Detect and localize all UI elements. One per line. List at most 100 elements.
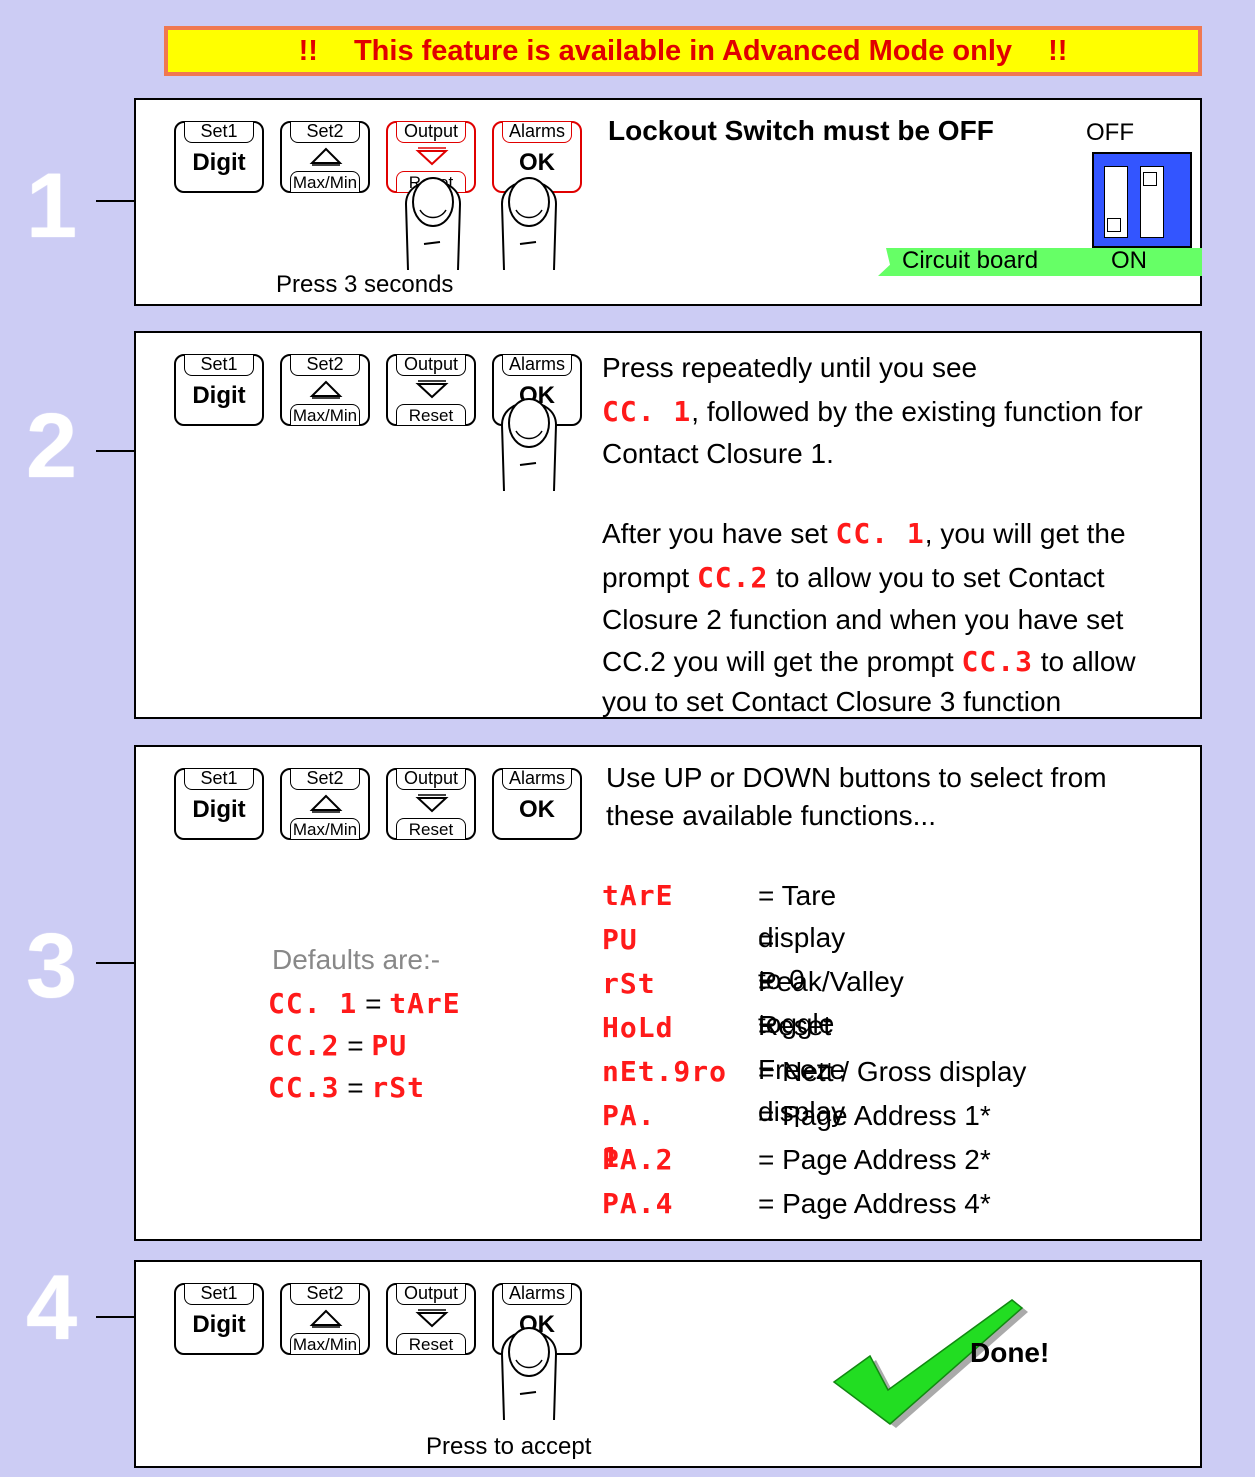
digit-label: Digit bbox=[192, 149, 246, 176]
function-desc: = Nett / Gross display bbox=[758, 1056, 1027, 1087]
set2-label: Set2 bbox=[290, 1284, 360, 1305]
on-label: ON bbox=[1111, 247, 1147, 274]
finger-press-icon bbox=[404, 177, 462, 271]
function-code: PA. 1 bbox=[602, 1099, 656, 1174]
down-triangle-icon bbox=[415, 147, 449, 166]
down-triangle-icon bbox=[415, 1309, 449, 1328]
output-down-key[interactable]: Output Reset bbox=[386, 1283, 476, 1355]
alarms-ok-key[interactable]: Alarms OK bbox=[492, 121, 582, 193]
step-1-connector bbox=[96, 200, 134, 202]
function-code: nEt.9ro bbox=[602, 1055, 728, 1088]
set1-label: Set1 bbox=[184, 1284, 254, 1305]
up-triangle-icon bbox=[309, 794, 343, 813]
instruction-line: prompt CC.2 to allow you to set Contact bbox=[602, 561, 1105, 594]
function-code: PU bbox=[602, 923, 638, 956]
circuit-board bbox=[878, 248, 1202, 276]
max-min-label: Max/Min bbox=[290, 818, 360, 839]
dip-switch-icon bbox=[1092, 152, 1192, 248]
advanced-mode-banner: !! This feature is available in Advanced… bbox=[164, 26, 1202, 76]
checkmark-icon bbox=[832, 1299, 1028, 1428]
set1-label: Set1 bbox=[184, 122, 254, 143]
keypad: Set1 Digit Set2 Max/Min Output Reset Ala… bbox=[174, 1283, 584, 1363]
finger-press-icon bbox=[500, 398, 558, 492]
instruction-line: CC.2 you will get the prompt CC.3 to all… bbox=[602, 645, 1136, 678]
max-min-label: Max/Min bbox=[290, 404, 360, 425]
cc3-code: CC.3 bbox=[961, 645, 1033, 678]
function-desc: = Page Address 1* bbox=[758, 1100, 991, 1131]
function-desc: = Page Address 2* bbox=[758, 1144, 991, 1175]
defaults-title: Defaults are:- bbox=[272, 944, 441, 975]
function-code: PA.2 bbox=[602, 1143, 674, 1176]
output-down-key[interactable]: Output Reset bbox=[386, 768, 476, 840]
select-instruction: Use UP or DOWN buttons to select from bbox=[606, 762, 1107, 793]
set2-up-key[interactable]: Set2 Max/Min bbox=[280, 121, 370, 193]
set1-digit-key[interactable]: Set1 Digit bbox=[174, 121, 264, 193]
function-desc: = Tare display to 0 bbox=[758, 880, 846, 995]
select-instruction: these available functions... bbox=[606, 800, 936, 831]
lockout-heading: Lockout Switch must be OFF bbox=[608, 115, 994, 146]
output-label: Output bbox=[396, 769, 466, 790]
instruction-line: Closure 2 function and when you have set bbox=[602, 604, 1124, 635]
up-triangle-icon bbox=[309, 147, 343, 166]
function-code: PA.4 bbox=[602, 1187, 674, 1220]
ok-label: OK bbox=[519, 149, 555, 176]
off-label: OFF bbox=[1086, 119, 1134, 146]
max-min-label: Max/Min bbox=[290, 171, 360, 192]
function-desc: = Freeze display bbox=[758, 1012, 846, 1127]
function-desc: = Page Address 4* bbox=[758, 1188, 991, 1219]
instruction-line: CC. 1, followed by the existing function… bbox=[602, 395, 1143, 428]
cc2-code: CC.2 bbox=[696, 561, 769, 594]
alarms-ok-key[interactable]: Alarms OK bbox=[492, 768, 582, 840]
step-2-panel: Set1 Digit Set2 Max/Min Output Reset Ala… bbox=[134, 331, 1202, 719]
output-label: Output bbox=[396, 355, 466, 376]
step-1-number: 1 bbox=[26, 155, 78, 257]
default-item: CC. 1 = tArE bbox=[268, 987, 461, 1020]
set2-label: Set2 bbox=[290, 769, 360, 790]
set2-label: Set2 bbox=[290, 355, 360, 376]
instruction-line: After you have set CC. 1, you will get t… bbox=[602, 517, 1126, 550]
function-code: rSt bbox=[602, 967, 656, 1000]
default-item: CC.2 = PU bbox=[268, 1029, 408, 1062]
step-4-connector bbox=[96, 1316, 134, 1318]
down-triangle-icon bbox=[415, 794, 449, 813]
function-code: tArE bbox=[602, 879, 674, 912]
reset-label: Reset bbox=[396, 404, 466, 425]
function-code: HoLd bbox=[602, 1011, 674, 1044]
press-to-accept-caption: Press to accept bbox=[426, 1433, 592, 1460]
step-3-number: 3 bbox=[26, 915, 78, 1017]
circuit-board-label: Circuit board bbox=[902, 247, 1039, 274]
cc1-code: CC. 1 bbox=[602, 395, 692, 428]
reset-label: Reset bbox=[396, 1333, 466, 1354]
output-label: Output bbox=[396, 1284, 466, 1305]
set1-digit-key[interactable]: Set1 Digit bbox=[174, 768, 264, 840]
output-down-key[interactable]: Output Reset bbox=[386, 354, 476, 426]
set1-digit-key[interactable]: Set1 Digit bbox=[174, 354, 264, 426]
function-desc: = Reset bbox=[758, 968, 832, 1041]
step-2-number: 2 bbox=[26, 395, 78, 497]
keypad: Set1 Digit Set2 Max/Min Output Reset Ala… bbox=[174, 768, 584, 848]
digit-label: Digit bbox=[192, 382, 246, 409]
keypad: Set1 Digit Set2 Max/Min Output Reset Ala… bbox=[174, 354, 584, 434]
set2-up-key[interactable]: Set2 Max/Min bbox=[280, 354, 370, 426]
digit-label: Digit bbox=[192, 796, 246, 823]
banner-bang-left: !! bbox=[298, 35, 318, 67]
digit-label: Digit bbox=[192, 1311, 246, 1338]
banner-bang-right: !! bbox=[1048, 35, 1068, 67]
down-triangle-icon bbox=[415, 380, 449, 399]
alarms-label: Alarms bbox=[502, 769, 572, 790]
set1-label: Set1 bbox=[184, 355, 254, 376]
set2-up-key[interactable]: Set2 Max/Min bbox=[280, 768, 370, 840]
done-label: Done! bbox=[970, 1337, 1050, 1368]
alarms-label: Alarms bbox=[502, 1284, 572, 1305]
cc1-code: CC. 1 bbox=[835, 517, 925, 550]
finger-press-icon bbox=[500, 177, 558, 271]
press-3-seconds-caption: Press 3 seconds bbox=[276, 271, 454, 298]
default-item: CC.3 = rSt bbox=[268, 1071, 425, 1104]
instruction-line: you to set Contact Closure 3 function bbox=[602, 686, 1062, 717]
set2-up-key[interactable]: Set2 Max/Min bbox=[280, 1283, 370, 1355]
set1-label: Set1 bbox=[184, 769, 254, 790]
banner-text: This feature is available in Advanced Mo… bbox=[353, 35, 1013, 67]
instruction-line: Contact Closure 1. bbox=[602, 438, 834, 469]
alarms-label: Alarms bbox=[502, 122, 572, 143]
set1-digit-key[interactable]: Set1 Digit bbox=[174, 1283, 264, 1355]
